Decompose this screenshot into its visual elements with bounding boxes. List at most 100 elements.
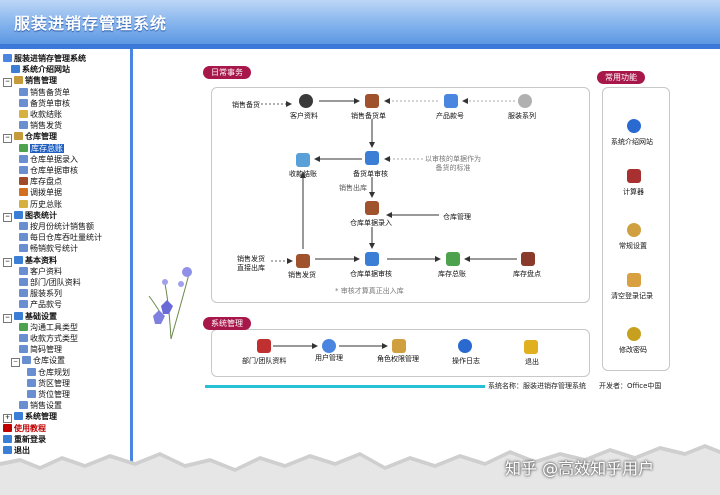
sidebar-item[interactable]: 沟通工具类型 <box>19 322 78 333</box>
sys-item-logs[interactable]: 操作日志 <box>452 357 480 365</box>
common-item-system-site[interactable]: 系统介绍网站 <box>611 138 653 146</box>
apparel-series-icon[interactable] <box>518 94 532 108</box>
sidebar-item[interactable]: 收款方式类型 <box>19 333 78 344</box>
sidebar-item[interactable]: 仓库规划 <box>27 367 70 378</box>
common-item-clear-login[interactable]: 清空登录记录 <box>611 292 653 300</box>
sidebar-item[interactable]: 客户资料 <box>19 266 62 277</box>
clear-login-icon[interactable] <box>627 273 641 287</box>
daily-affairs-panel <box>211 87 590 303</box>
sidebar-item-label: 每日仓库吞吐量统计 <box>30 233 102 243</box>
sidebar-item[interactable]: 货区管理 <box>27 378 70 389</box>
tree-node-icon <box>19 222 28 230</box>
sidebar-item-label: 仓库管理 <box>25 132 57 142</box>
sales-out-label: 销售出库 <box>339 184 367 192</box>
system-site-icon[interactable] <box>627 119 641 133</box>
collapse-icon[interactable]: − <box>3 212 12 222</box>
sidebar-item[interactable]: 每日仓库吞吐量统计 <box>19 232 102 243</box>
exit-icon[interactable] <box>524 340 538 354</box>
collapse-icon[interactable]: − <box>3 78 12 88</box>
inv-total-label[interactable]: 库存总账 <box>438 270 466 278</box>
sidebar-item[interactable]: −基本资料 <box>3 255 57 267</box>
sidebar-item-label: 客户资料 <box>30 266 62 276</box>
gear-icon[interactable] <box>627 223 641 237</box>
common-item-calculator[interactable]: 计算器 <box>623 188 644 196</box>
collapse-icon[interactable]: − <box>3 257 12 267</box>
collapse-icon[interactable]: − <box>3 313 12 323</box>
inv-count-label[interactable]: 库存盘点 <box>513 270 541 278</box>
sidebar-item[interactable]: − 仓库管理 <box>3 131 57 144</box>
sales-prep-doc-icon[interactable] <box>365 94 379 108</box>
apparel-series-label[interactable]: 服装系列 <box>508 112 536 120</box>
wh-entry-label[interactable]: 仓库单据录入 <box>350 219 392 227</box>
tree-node-icon <box>14 255 23 264</box>
customer-icon[interactable] <box>299 94 313 108</box>
collapse-icon[interactable]: − <box>11 358 20 368</box>
sidebar-item-label: 部门/团队资料 <box>30 278 81 287</box>
footer-developer: 开发者：Office中国 <box>596 381 665 391</box>
product-no-icon[interactable] <box>444 94 458 108</box>
info-icon[interactable] <box>458 339 472 353</box>
sidebar-item[interactable]: 库存盘点 <box>19 176 62 187</box>
sales-ship-label[interactable]: 销售发货 <box>288 271 316 279</box>
sidebar-item[interactable]: 系统介绍网站 <box>11 64 70 75</box>
sidebar-item[interactable]: 销售设置 <box>19 400 62 411</box>
inv-count-icon[interactable] <box>521 252 535 266</box>
sidebar-item[interactable]: 按月份统计销售额 <box>19 221 94 232</box>
wh-review-icon[interactable] <box>365 252 379 266</box>
user-icon[interactable] <box>322 339 336 353</box>
sales-ship-icon[interactable] <box>296 254 310 268</box>
sidebar-item[interactable]: 服装进销存管理系统 <box>3 53 86 64</box>
sys-item-exit[interactable]: 退出 <box>525 358 539 366</box>
sidebar-item-label: 基础设置 <box>25 311 57 321</box>
prep-review-icon[interactable] <box>365 151 379 165</box>
sidebar-item[interactable]: − 基础设置 <box>3 311 57 323</box>
sidebar-item[interactable]: 畅销款号统计 <box>19 243 78 254</box>
calculator-icon[interactable] <box>627 169 641 183</box>
sidebar-item[interactable]: 库存总账 <box>19 143 64 154</box>
sidebar-item[interactable]: 货位管理 <box>27 389 70 400</box>
sidebar-item[interactable]: 备货单审核 <box>19 98 70 109</box>
key-icon[interactable] <box>627 327 641 341</box>
sidebar-item[interactable]: 仓库单据录入 <box>19 154 78 165</box>
common-item-settings[interactable]: 常规设置 <box>619 242 647 250</box>
sidebar-item[interactable]: 部门/团队资料 <box>19 277 81 288</box>
sys-item-roles[interactable]: 角色权限管理 <box>377 355 419 363</box>
sidebar-item[interactable]: −销售管理 <box>3 75 57 88</box>
sidebar-item[interactable]: 使用教程 <box>3 423 46 434</box>
collect-icon[interactable] <box>296 153 310 167</box>
collapse-icon[interactable]: − <box>3 134 12 144</box>
sys-item-department[interactable]: 部门/团队资料 <box>242 357 287 365</box>
sidebar-item-label: 简码管理 <box>30 345 62 355</box>
sidebar-item[interactable]: 调拨单据 <box>19 187 62 198</box>
common-item-change-password[interactable]: 修改密码 <box>619 346 647 354</box>
sidebar-item-label: 收款方式类型 <box>30 334 78 343</box>
lock-icon[interactable] <box>392 339 406 353</box>
sidebar-item[interactable]: −图表统计 <box>3 210 57 222</box>
sales-prep-doc-label[interactable]: 销售备货单 <box>351 112 386 120</box>
wh-entry-icon[interactable] <box>365 201 379 215</box>
sidebar-item[interactable]: +系统管理 <box>3 411 57 424</box>
prep-review-label[interactable]: 备货单审核 <box>353 170 388 178</box>
sidebar-item[interactable]: 退出 <box>3 445 30 456</box>
sidebar-item[interactable]: 销售发货 <box>19 120 62 131</box>
sidebar-item[interactable]: 收款结账 <box>19 109 62 120</box>
tree-node-icon <box>3 434 12 443</box>
sidebar-item[interactable]: 产品款号 <box>19 299 62 310</box>
inv-total-icon[interactable] <box>446 252 460 266</box>
sidebar-item[interactable]: 重新登录 <box>3 434 46 445</box>
sidebar-item[interactable]: 历史总账 <box>19 199 62 210</box>
sidebar-item[interactable]: 简码管理 <box>19 344 62 355</box>
wh-review-label[interactable]: 仓库单据审核 <box>350 270 392 278</box>
product-no-label[interactable]: 产品款号 <box>436 112 464 120</box>
megaphone-icon[interactable] <box>257 339 271 353</box>
customer-label[interactable]: 客户资料 <box>290 112 318 120</box>
expand-icon[interactable]: + <box>3 414 12 424</box>
sys-item-users[interactable]: 用户管理 <box>315 354 343 362</box>
sidebar-item[interactable]: 服装系列 <box>19 288 62 299</box>
tree-node-icon <box>19 87 28 96</box>
sidebar-item-label: 仓库设置 <box>33 356 65 366</box>
sidebar-item[interactable]: 仓库单据审核 <box>19 165 78 176</box>
sidebar-item[interactable]: − 仓库设置 <box>11 355 65 368</box>
sales-prep-in-label: 销售备货 <box>232 101 260 109</box>
sidebar-item[interactable]: 销售备货单 <box>19 87 70 98</box>
